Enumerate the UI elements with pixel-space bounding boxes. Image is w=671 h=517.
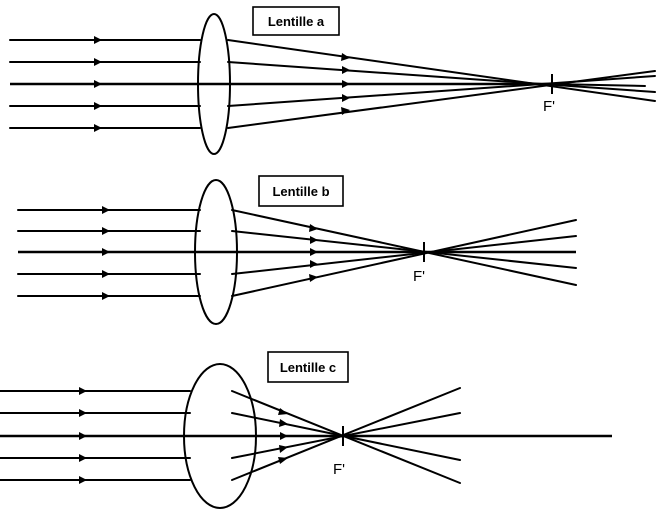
focal-point-label: F' (333, 461, 345, 478)
refracted-ray (227, 70, 656, 129)
arrowhead-icon (94, 80, 102, 88)
arrowhead-icon (310, 248, 318, 256)
arrowhead-icon (79, 454, 87, 462)
refracted-ray (231, 230, 577, 269)
arrowhead-icon (310, 260, 318, 268)
arrowhead-icon (94, 124, 102, 132)
convergent-lens (183, 363, 257, 509)
refracted-ray (231, 412, 461, 459)
lens-label: Lentille c (280, 360, 336, 375)
arrowhead-icon (102, 206, 110, 214)
lens-label-box (258, 175, 344, 207)
refracted-ray (231, 235, 577, 275)
convergent-lens (197, 13, 231, 155)
arrowhead-icon (278, 408, 288, 415)
arrowhead-icon (309, 224, 318, 232)
diagram-lens-a: F' Lentille a (9, 6, 656, 155)
diagram-lens-b: F' Lentille b (17, 175, 577, 325)
refracted-ray (227, 61, 656, 93)
arrowhead-icon (79, 432, 87, 440)
arrowhead-icon (310, 236, 318, 244)
arrowhead-icon (342, 66, 350, 74)
refracted-ray (231, 387, 461, 481)
arrowhead-icon (102, 292, 110, 300)
arrowhead-icon (280, 432, 288, 440)
focal-point-label: F' (543, 98, 555, 115)
arrowhead-icon (79, 476, 87, 484)
arrowhead-icon (341, 107, 350, 115)
arrowhead-icon (94, 102, 102, 110)
arrowhead-icon (102, 227, 110, 235)
lens-label: Lentille a (268, 14, 325, 29)
refracted-ray (231, 209, 577, 286)
axis-continuation (549, 83, 646, 87)
arrowhead-icon (342, 80, 350, 88)
arrowhead-icon (79, 387, 87, 395)
arrowhead-icon (342, 94, 350, 102)
focal-point-label: F' (413, 268, 425, 285)
arrowhead-icon (279, 445, 288, 453)
arrowhead-icon (94, 58, 102, 66)
arrowhead-icon (279, 419, 288, 427)
arrowhead-icon (102, 248, 110, 256)
refracted-ray (227, 39, 656, 102)
arrowhead-icon (102, 270, 110, 278)
lens-label-box (252, 6, 340, 36)
convergent-lens (194, 179, 238, 325)
refracted-ray (231, 219, 577, 297)
diagram-lens-c: F' Lentille c (0, 351, 612, 509)
lens-label-box (267, 351, 349, 383)
arrowhead-icon (278, 457, 288, 464)
arrowhead-icon (341, 53, 350, 61)
arrowhead-icon (94, 36, 102, 44)
arrowhead-icon (309, 274, 318, 282)
lens-label: Lentille b (272, 184, 329, 199)
arrowhead-icon (79, 409, 87, 417)
